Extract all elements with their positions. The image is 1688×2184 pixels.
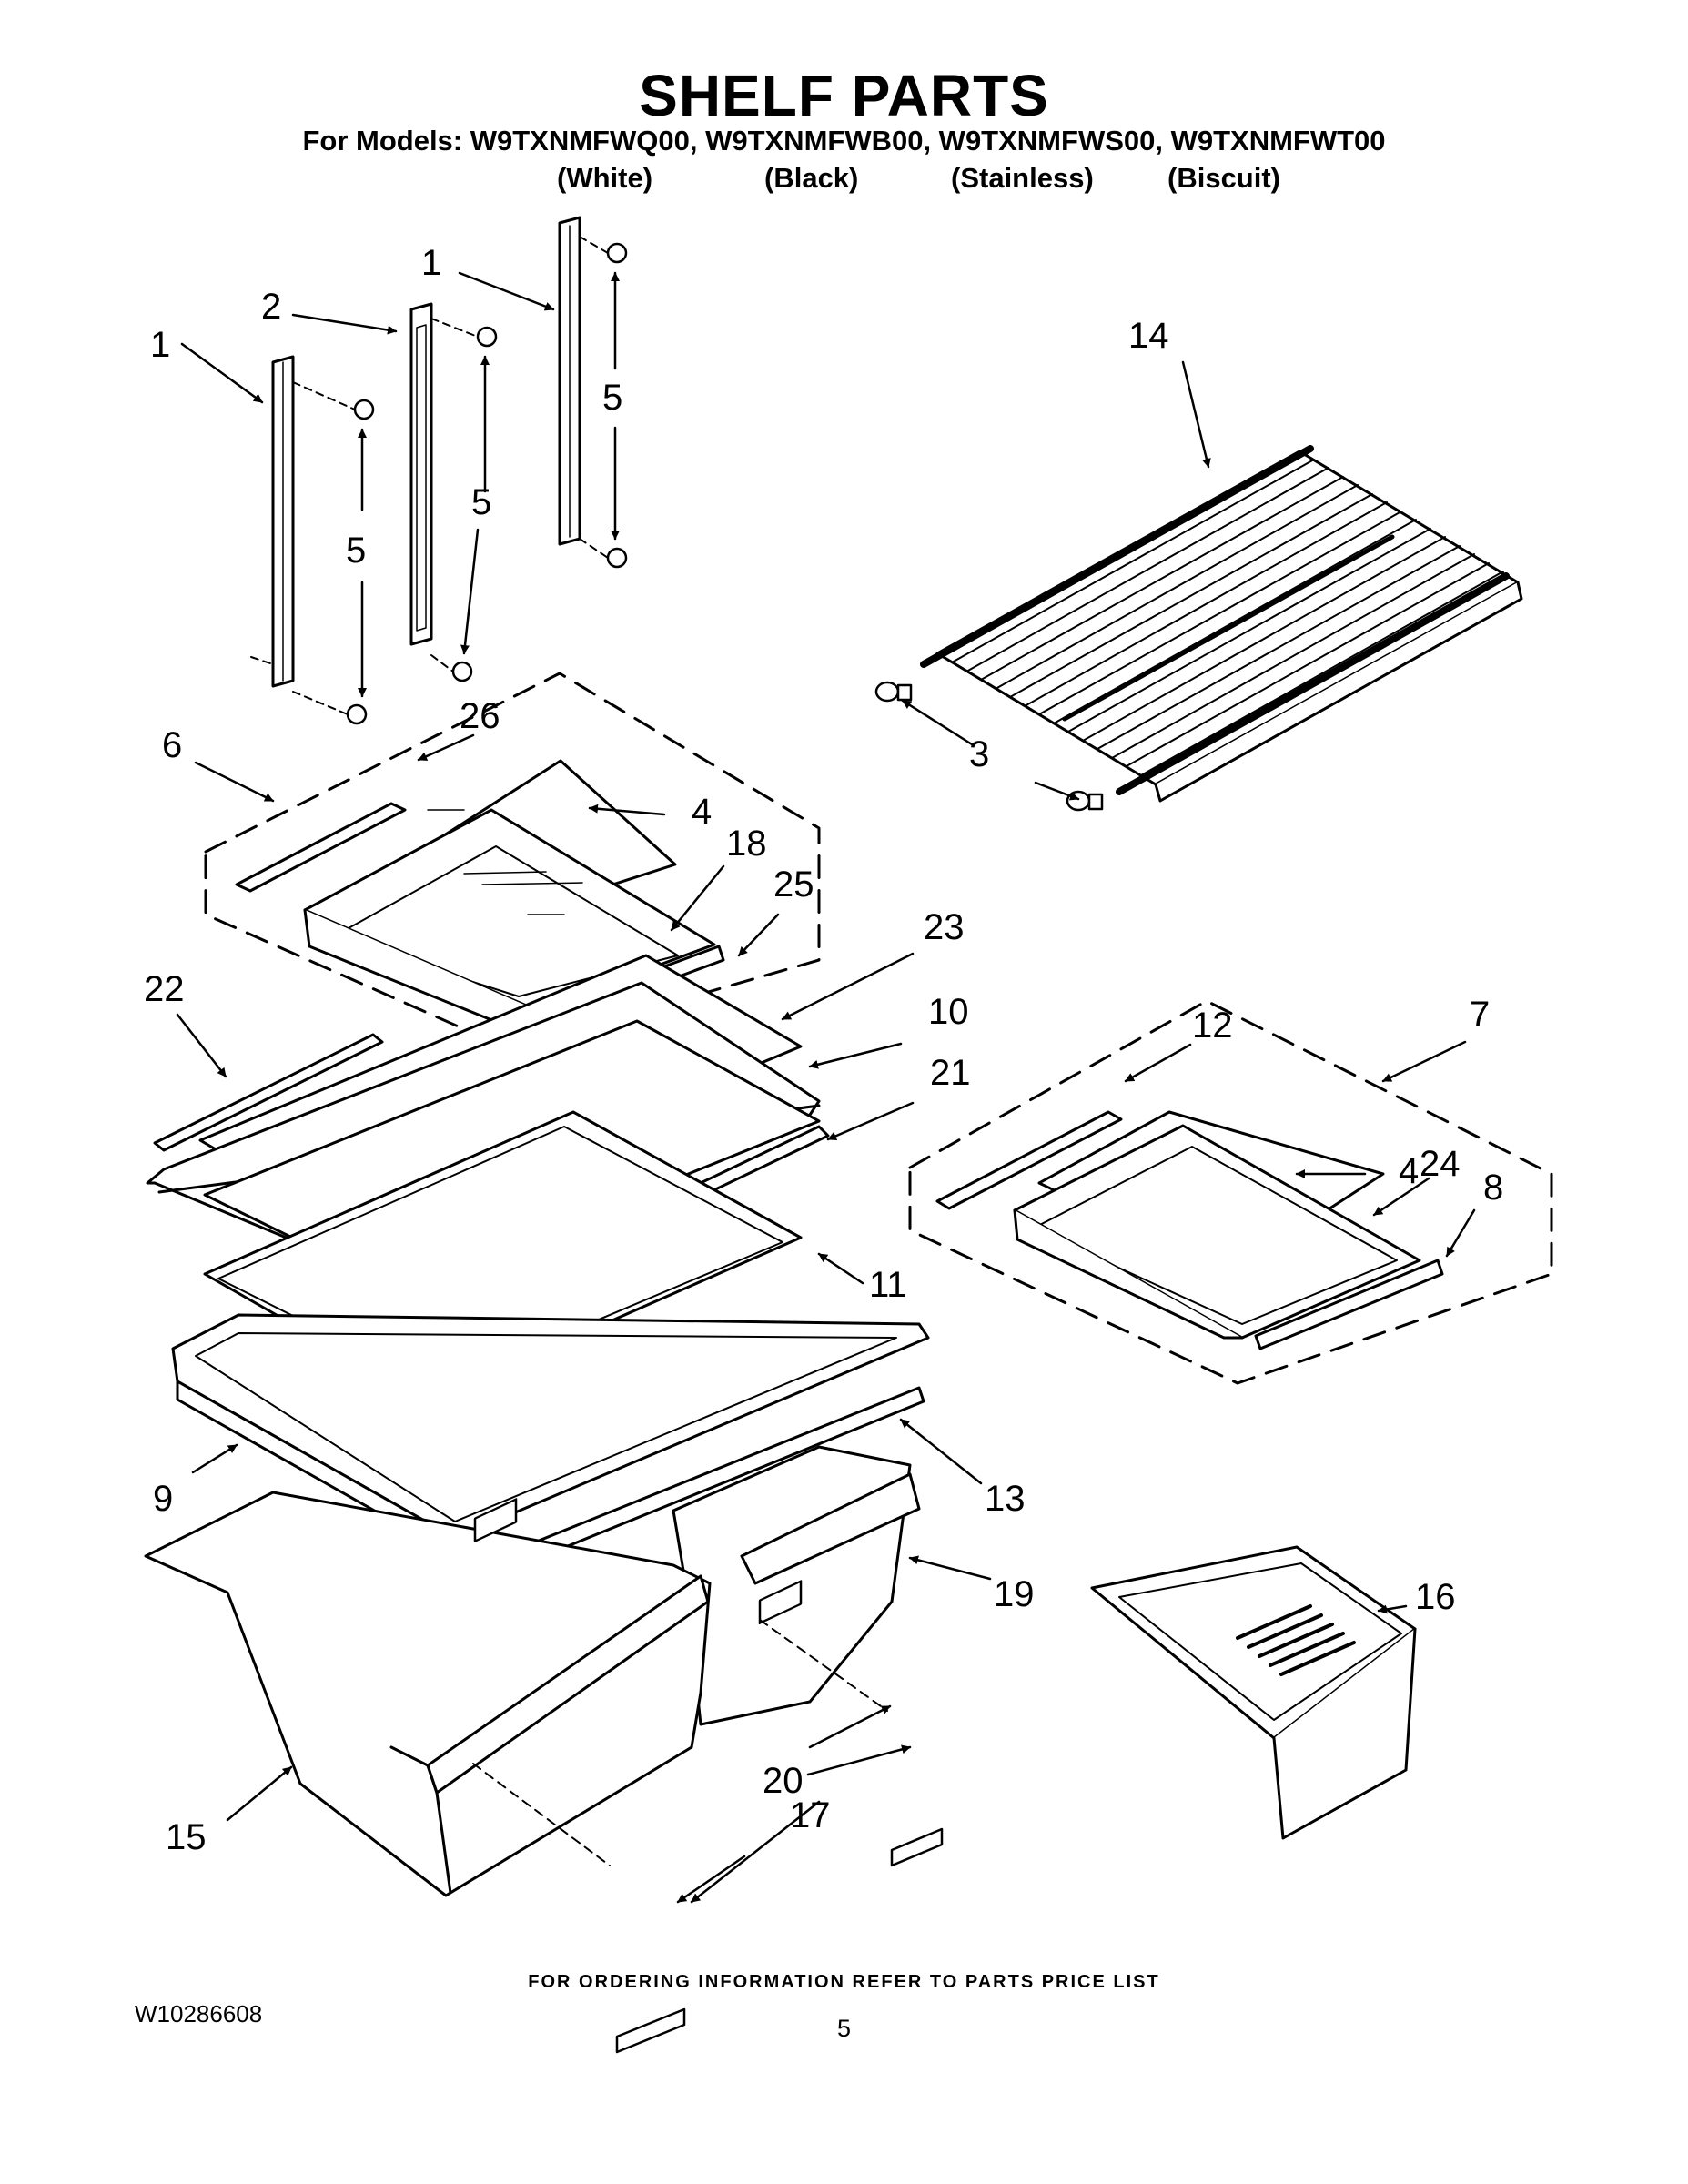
callout-13: 13 (985, 1479, 1026, 1519)
shelf-rail-right (558, 216, 581, 546)
callout-5-left: 5 (346, 531, 366, 571)
callout-26: 26 (460, 696, 500, 736)
callout-1-left: 1 (150, 325, 170, 365)
callout-8: 8 (1483, 1168, 1503, 1208)
shelf-rail-left (250, 355, 295, 688)
callout-7: 7 (1470, 995, 1490, 1035)
page-number: 5 (837, 2015, 852, 2042)
callout-3: 3 (969, 734, 989, 774)
callout-12: 12 (1192, 1006, 1233, 1046)
shelf-rail-center (409, 302, 433, 646)
shelf-stops (874, 681, 1104, 812)
callout-14: 14 (1128, 316, 1169, 356)
page-title: SHELF PARTS (639, 63, 1049, 128)
lower-right-glass-shelf (935, 1110, 1444, 1350)
crisper-drawer-left (144, 1491, 712, 1897)
callout-2: 2 (261, 287, 281, 327)
variant-white: (White) (557, 162, 653, 194)
screw-arrows (358, 271, 620, 698)
wire-shelf (920, 445, 1523, 803)
upper-shelf-assembly-outline (204, 672, 821, 1051)
callout-labels: 1 2 1 5 5 5 14 3 6 26 4 18 25 23 22 10 2… (144, 243, 1503, 1857)
callout-leader-lines (176, 271, 1476, 1904)
callout-21: 21 (930, 1053, 971, 1093)
callout-11: 11 (869, 1265, 907, 1305)
meat-pan (1090, 1545, 1417, 1840)
callout-5-right: 5 (602, 378, 622, 418)
callout-22: 22 (144, 969, 185, 1009)
models-line: For Models: W9TXNMFWQ00, W9TXNMFWB00, W9… (302, 125, 1386, 157)
callout-6: 6 (162, 725, 182, 765)
variant-black: (Black) (764, 162, 859, 194)
variant-biscuit: (Biscuit) (1167, 162, 1280, 194)
callout-19: 19 (994, 1574, 1035, 1614)
callout-10: 10 (928, 992, 969, 1032)
callout-5-center: 5 (471, 482, 491, 522)
callout-1-right: 1 (421, 243, 441, 283)
callout-23: 23 (924, 907, 965, 947)
callout-4-lower: 4 (1399, 1151, 1419, 1191)
callout-17: 17 (790, 1795, 831, 1835)
callout-15: 15 (166, 1817, 207, 1857)
callout-16: 16 (1415, 1577, 1456, 1617)
callout-20: 20 (763, 1761, 804, 1801)
callout-24: 24 (1420, 1144, 1461, 1184)
document-number: W10286608 (135, 2000, 263, 2027)
variant-stainless: (Stainless) (951, 162, 1094, 194)
callout-9: 9 (153, 1479, 173, 1519)
callout-18: 18 (726, 824, 767, 864)
drawer-labels (472, 1498, 944, 2054)
ordering-note: FOR ORDERING INFORMATION REFER TO PARTS … (528, 1972, 1160, 1992)
rail-screws (292, 236, 628, 725)
callout-25: 25 (773, 864, 814, 905)
callout-4-upper: 4 (692, 792, 712, 832)
